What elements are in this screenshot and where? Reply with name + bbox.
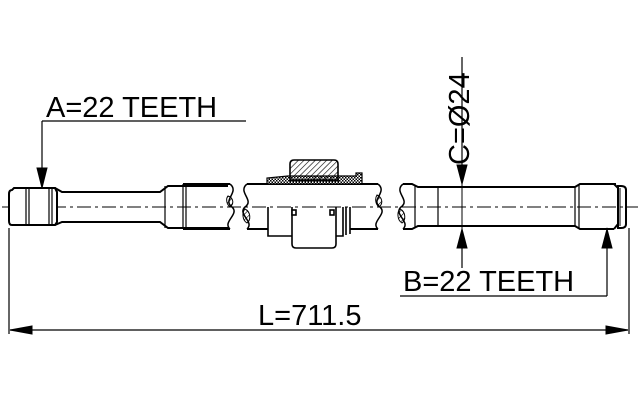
spline-a-label: A=22 TEETH	[46, 92, 218, 124]
diameter-c-label: C=Ø24	[444, 72, 476, 165]
center-bearing	[266, 159, 363, 249]
dimension-c-arrows	[456, 57, 468, 268]
dimension-b-leader	[400, 227, 613, 297]
spline-b-label: B=22 TEETH	[403, 266, 575, 298]
right-shaft-segment	[397, 183, 627, 230]
length-l-label: L=711.5	[258, 300, 362, 332]
middle-shaft-segment	[242, 159, 383, 249]
left-shaft-segment	[8, 183, 235, 230]
dimension-l-arrows	[8, 228, 630, 335]
dimension-a-leader	[36, 120, 246, 189]
